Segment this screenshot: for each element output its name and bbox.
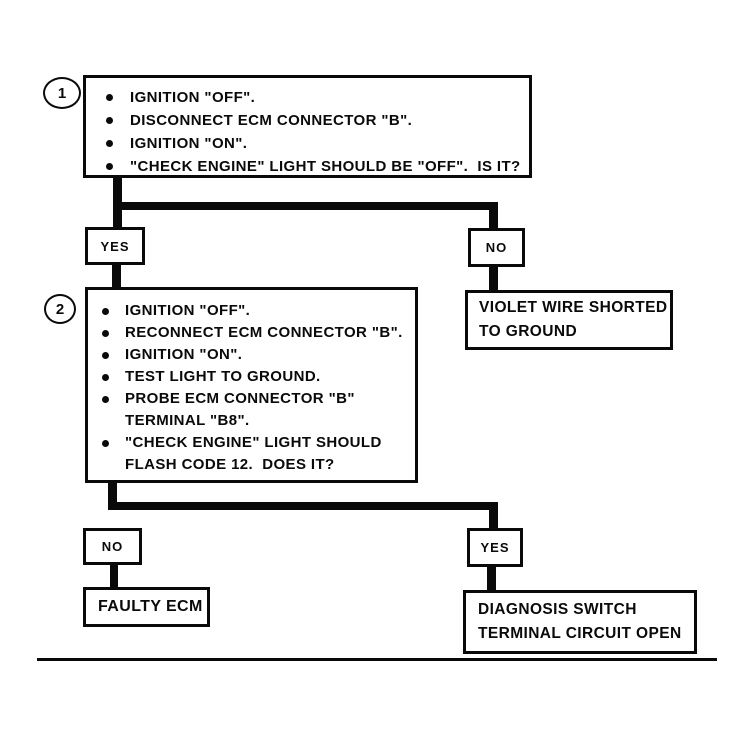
checklist-item-text: TEST LIGHT TO GROUND. — [125, 368, 321, 385]
checklist-item-text: IGNITION "OFF". — [125, 302, 251, 319]
result-text-line: TERMINAL CIRCUIT OPEN — [478, 625, 682, 642]
bullet-icon — [102, 396, 109, 403]
step2-number: 2 — [55, 300, 65, 318]
checklist-item: "CHECK ENGINE" LIGHT SHOULD — [102, 432, 411, 454]
checklist-item-continuation: TERMINAL "B8". — [102, 410, 411, 432]
checklist-item: DISCONNECT ECM CONNECTOR "B". — [106, 109, 525, 132]
bullet-icon — [106, 140, 113, 147]
no-text: NO — [485, 240, 508, 255]
checklist-item-text: "CHECK ENGINE" LIGHT SHOULD — [125, 434, 382, 451]
checklist-item: IGNITION "ON". — [106, 132, 525, 155]
connector-line — [489, 266, 498, 291]
checklist-item-text: TERMINAL "B8". — [125, 412, 250, 429]
result-text-line: VIOLET WIRE SHORTED — [479, 299, 668, 316]
yes-text: YES — [100, 238, 130, 254]
yes-text: YES — [480, 540, 510, 555]
bullet-icon — [106, 163, 113, 170]
result-text-line: FAULTY ECM — [98, 598, 203, 615]
bullet-icon — [102, 374, 109, 381]
bullet-icon — [102, 352, 109, 359]
step1-number-badge: 1 — [43, 77, 81, 109]
checklist-item: TEST LIGHT TO GROUND. — [102, 366, 411, 388]
result-diagnosis-switch-box: DIAGNOSIS SWITCH TERMINAL CIRCUIT OPEN — [463, 590, 697, 654]
checklist-item-text: IGNITION "OFF". — [130, 89, 256, 106]
branch1-yes-label: YES — [85, 227, 145, 265]
bullet-icon — [106, 117, 113, 124]
checklist-item: IGNITION "OFF". — [106, 86, 525, 109]
no-text: NO — [101, 539, 124, 554]
connector-line — [113, 176, 122, 227]
connector-line — [110, 564, 118, 588]
step2-box: IGNITION "OFF". RECONNECT ECM CONNECTOR … — [85, 287, 418, 483]
connector-line — [487, 566, 496, 591]
checklist-item-text: FLASH CODE 12. DOES IT? — [125, 456, 335, 473]
bullet-icon — [106, 94, 113, 101]
checklist-item: RECONNECT ECM CONNECTOR "B". — [102, 322, 411, 344]
connector-line — [108, 481, 117, 510]
connector-line — [489, 202, 498, 229]
branch2-yes-label: YES — [467, 528, 523, 567]
bullet-icon — [102, 330, 109, 337]
checklist-item-text: "CHECK ENGINE" LIGHT SHOULD BE "OFF". IS… — [130, 158, 521, 175]
checklist-item-text: RECONNECT ECM CONNECTOR "B". — [125, 324, 403, 341]
checklist-item: IGNITION "OFF". — [102, 300, 411, 322]
result-faulty-ecm-box: FAULTY ECM — [83, 587, 210, 627]
step1-number: 1 — [57, 84, 67, 102]
result-text-line: DIAGNOSIS SWITCH — [478, 601, 637, 618]
checklist-item-text: IGNITION "ON". — [125, 346, 243, 363]
bullet-icon — [102, 440, 109, 447]
checklist-item-continuation: FLASH CODE 12. DOES IT? — [102, 454, 411, 476]
page-bottom-rule — [37, 658, 717, 661]
bullet-icon — [102, 308, 109, 315]
checklist-item-text: PROBE ECM CONNECTOR "B" — [125, 390, 355, 407]
result-violet-wire-box: VIOLET WIRE SHORTED TO GROUND — [465, 290, 673, 350]
result-text-line: TO GROUND — [479, 323, 578, 340]
connector-line — [113, 202, 498, 210]
checklist-item-text: DISCONNECT ECM CONNECTOR "B". — [130, 112, 413, 129]
step2-number-badge: 2 — [44, 294, 76, 324]
checklist-item: IGNITION "ON". — [102, 344, 411, 366]
connector-line — [112, 264, 121, 289]
connector-line — [489, 502, 498, 529]
checklist-item: "CHECK ENGINE" LIGHT SHOULD BE "OFF". IS… — [106, 155, 525, 178]
checklist-item-text: IGNITION "ON". — [130, 135, 248, 152]
step1-box: IGNITION "OFF". DISCONNECT ECM CONNECTOR… — [83, 75, 532, 178]
branch2-no-label: NO — [83, 528, 142, 565]
checklist-item: PROBE ECM CONNECTOR "B" — [102, 388, 411, 410]
branch1-no-label: NO — [468, 228, 525, 267]
connector-line — [108, 502, 498, 510]
